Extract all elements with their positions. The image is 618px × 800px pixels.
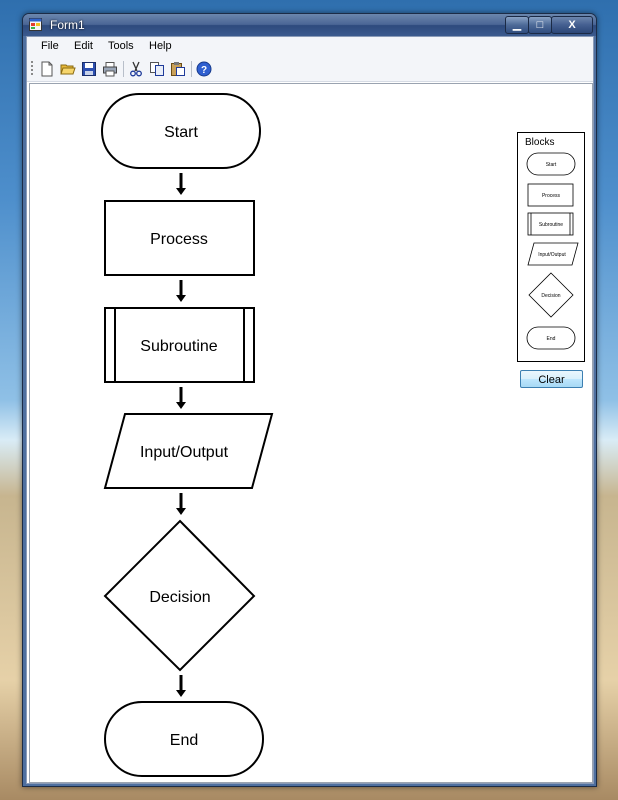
end-block[interactable]: End <box>104 701 264 777</box>
flowchart-drawing: Start Process <box>101 93 274 777</box>
help-icon[interactable]: ? <box>196 61 212 77</box>
process-label: Process <box>150 231 208 248</box>
palette-end-block[interactable]: End <box>526 326 576 350</box>
paste-icon[interactable] <box>170 61 186 77</box>
minimize-button[interactable]: ▁ <box>505 16 529 34</box>
end-label: End <box>170 732 198 749</box>
maximize-button[interactable]: □ <box>528 16 552 34</box>
menu-file[interactable]: File <box>41 40 59 52</box>
decision-block[interactable]: Decision <box>103 519 256 672</box>
palette-io-block[interactable]: Input/Output <box>527 242 579 266</box>
save-icon[interactable] <box>81 61 97 77</box>
copy-icon[interactable] <box>149 61 165 77</box>
start-label: Start <box>164 124 198 141</box>
toolbar-separator <box>191 61 192 77</box>
palette-subroutine-block[interactable]: Subroutine <box>527 212 574 236</box>
subroutine-label: Subroutine <box>140 338 217 355</box>
toolbar-separator <box>123 61 124 77</box>
new-file-icon[interactable] <box>39 61 55 77</box>
menu-tools[interactable]: Tools <box>108 40 134 52</box>
title-bar[interactable]: Form1 ▁ □ X <box>23 14 596 36</box>
clear-button[interactable]: Clear <box>520 370 583 388</box>
palette-start-block[interactable]: Start <box>526 152 576 176</box>
arrow <box>176 280 186 302</box>
toolbar-grip[interactable] <box>31 61 33 77</box>
arrow <box>176 387 186 409</box>
palette-io-label: Input/Output <box>538 252 566 258</box>
arrow <box>176 173 186 195</box>
blocks-palette: Blocks Start Process Subroutine <box>517 132 585 362</box>
menu-bar: File Edit Tools Help <box>27 37 593 57</box>
palette-decision-label: Decision <box>541 293 560 299</box>
window-title: Form1 <box>50 18 85 32</box>
palette-start-label: Start <box>546 162 557 168</box>
app-window: Form1 ▁ □ X File Edit Tools Help <box>22 13 597 787</box>
palette-decision-block[interactable]: Decision <box>528 272 574 318</box>
palette-subroutine-label: Subroutine <box>539 222 563 228</box>
app-icon <box>29 18 42 31</box>
flowchart-canvas[interactable]: Start Process <box>29 83 593 783</box>
print-icon[interactable] <box>102 61 118 77</box>
start-block[interactable]: Start <box>101 93 261 169</box>
palette-process-block[interactable]: Process <box>527 183 574 207</box>
arrow <box>176 675 186 697</box>
menu-edit[interactable]: Edit <box>74 40 93 52</box>
form-client-area: File Edit Tools Help <box>26 36 594 784</box>
palette-process-label: Process <box>542 193 561 199</box>
menu-help[interactable]: Help <box>149 40 172 52</box>
svg-text:?: ? <box>201 65 207 76</box>
io-block[interactable]: Input/Output <box>103 413 274 489</box>
process-block[interactable]: Process <box>104 200 255 276</box>
palette-end-label: End <box>547 336 556 342</box>
open-folder-icon[interactable] <box>60 61 76 77</box>
close-button[interactable]: X <box>551 16 593 34</box>
io-label: Input/Output <box>140 444 229 461</box>
blocks-palette-drawing: Start Process Subroutine Input/Ou <box>526 152 579 350</box>
toolbar: ? <box>27 57 593 82</box>
cut-icon[interactable] <box>128 61 144 77</box>
subroutine-block[interactable]: Subroutine <box>104 307 255 383</box>
arrow <box>176 493 186 515</box>
blocks-title: Blocks <box>525 137 555 148</box>
decision-label: Decision <box>149 589 210 606</box>
